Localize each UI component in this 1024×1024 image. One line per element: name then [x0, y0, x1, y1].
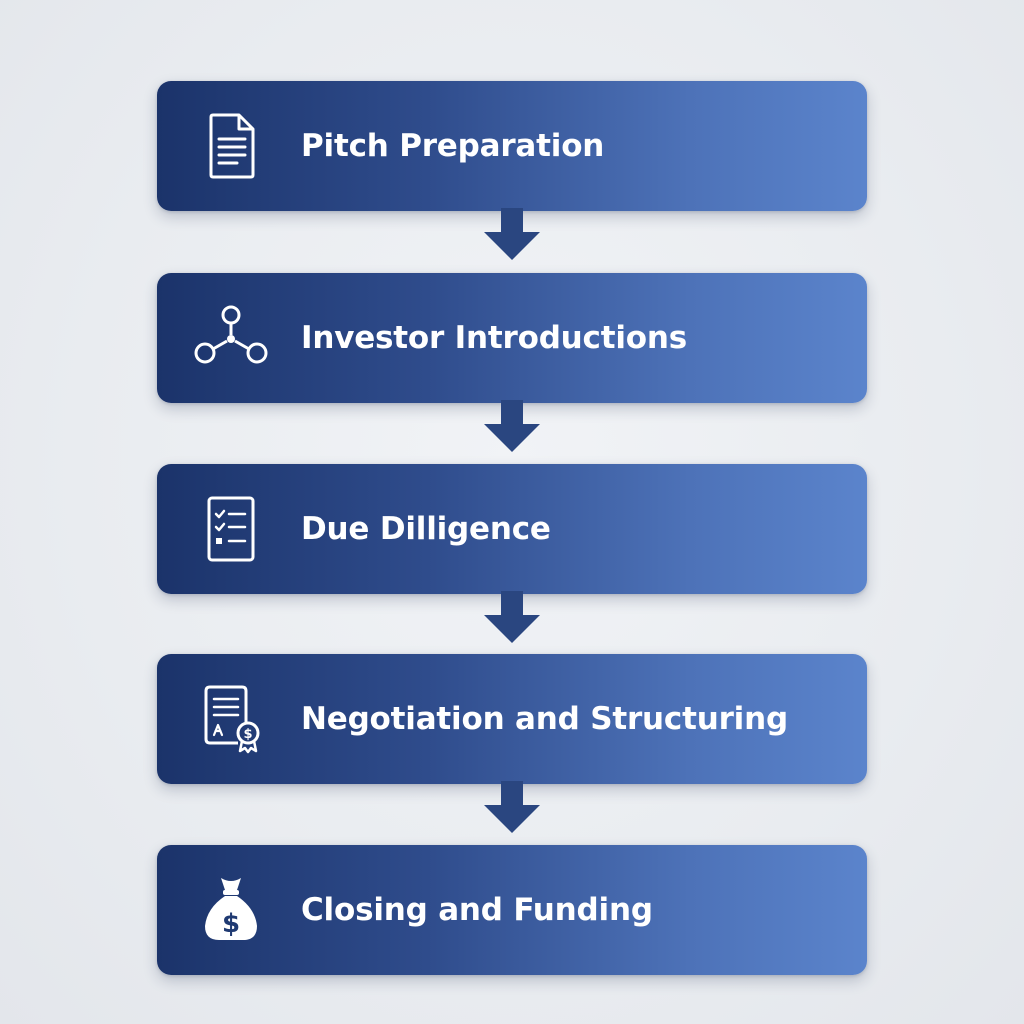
contract-certificate-icon: $ — [191, 679, 271, 759]
money-bag-icon: $ — [191, 870, 271, 950]
arrow-down-icon — [484, 400, 540, 452]
step-label: Investor Introductions — [301, 320, 687, 356]
arrow-down-icon — [484, 781, 540, 833]
svg-text:$: $ — [222, 909, 240, 939]
step-pitch-preparation: Pitch Preparation — [157, 81, 867, 211]
step-closing-and-funding: $ Closing and Funding — [157, 845, 867, 975]
document-icon — [191, 106, 271, 186]
step-label: Closing and Funding — [301, 892, 653, 928]
arrow-down-icon — [484, 591, 540, 643]
step-label: Negotiation and Structuring — [301, 701, 788, 737]
network-nodes-icon — [191, 298, 271, 378]
step-negotiation-and-structuring: $ Negotiation and Structuring — [157, 654, 867, 784]
step-label: Due Dilligence — [301, 511, 551, 547]
arrow-down-icon — [484, 208, 540, 260]
svg-text:$: $ — [243, 727, 252, 742]
checklist-icon — [191, 489, 271, 569]
step-investor-introductions: Investor Introductions — [157, 273, 867, 403]
step-label: Pitch Preparation — [301, 128, 605, 164]
step-due-dilligence: Due Dilligence — [157, 464, 867, 594]
